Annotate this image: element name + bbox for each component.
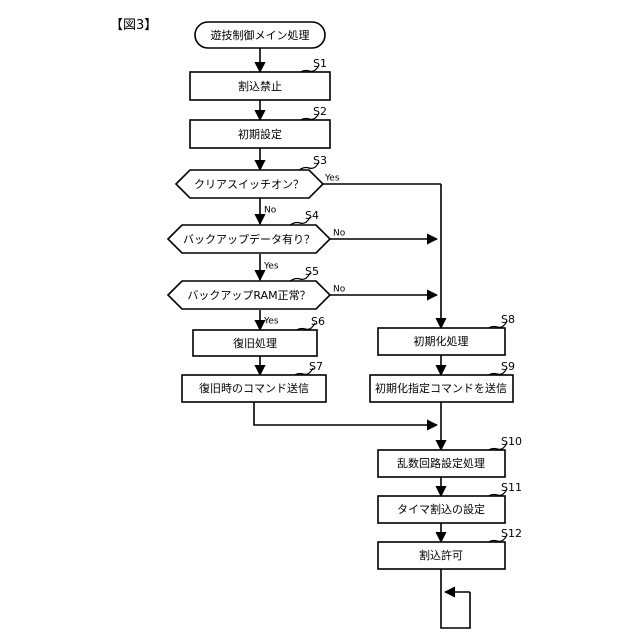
step-label-s6: S6 <box>311 315 325 328</box>
step-label-s5: S5 <box>305 265 319 278</box>
node-s8[interactable]: 初期化処理 <box>377 327 506 356</box>
s7-box-shape <box>181 374 327 403</box>
figure-caption: 【図3】 <box>110 18 158 33</box>
branch-label-s4-no: No <box>333 229 346 239</box>
node-s3[interactable]: クリアスイッチオン？ <box>174 169 325 199</box>
step-label-s10: S10 <box>501 435 522 448</box>
node-s11[interactable]: タイマ割込の設定 <box>377 495 506 524</box>
node-s10[interactable]: 乱数回路設定処理 <box>377 449 506 478</box>
node-s7[interactable]: 復旧時のコマンド送信 <box>181 374 327 403</box>
s5-decision-shape <box>166 280 332 310</box>
node-s4[interactable]: バックアップデータ有り？ <box>166 224 332 254</box>
s5-label: バックアップRAM正常？ <box>187 289 310 302</box>
branch-label-s3-no: No <box>264 206 277 216</box>
start-terminator-shape <box>194 21 326 49</box>
s9-box-shape <box>369 374 514 403</box>
s1-box-shape <box>189 71 331 101</box>
s4-label: バックアップデータ有り？ <box>183 232 315 246</box>
branch-label-s3-yes: Yes <box>324 174 340 184</box>
s6-box-shape <box>192 329 318 357</box>
connector-layer <box>253 48 471 629</box>
node-s2[interactable]: 初期設定 <box>189 119 331 149</box>
branch-label-s5-yes: Yes <box>263 317 279 327</box>
branch-label-s4-yes: Yes <box>263 262 279 272</box>
edge-s12-loop-down <box>440 569 471 629</box>
s6-label: 復旧処理 <box>233 337 277 350</box>
s10-box-shape <box>377 449 506 478</box>
s10-label: 乱数回路設定処理 <box>397 456 485 470</box>
s2-box-shape <box>189 119 331 149</box>
s11-box-shape <box>377 495 506 524</box>
s1-label: 割込禁止 <box>238 79 282 93</box>
step-label-s7: S7 <box>309 360 323 373</box>
s11-label: タイマ割込の設定 <box>397 502 485 516</box>
s12-box-shape <box>377 541 506 570</box>
step-label-s4: S4 <box>305 209 319 222</box>
s9-label: 初期化指定コマンドを送信 <box>375 381 507 395</box>
node-start[interactable]: 遊技制御メイン処理 <box>194 21 326 49</box>
step-label-s9: S9 <box>501 360 515 373</box>
branch-label-s5-no: No <box>333 285 346 295</box>
s8-label: 初期化処理 <box>414 334 469 348</box>
step-label-s2: S2 <box>313 105 327 118</box>
step-label-s8: S8 <box>501 313 515 326</box>
s7-label: 復旧時のコマンド送信 <box>199 381 309 395</box>
s12-label: 割込許可 <box>419 548 463 562</box>
edge-s7-to-merge <box>253 402 439 431</box>
node-s6[interactable]: 復旧処理 <box>192 329 318 357</box>
s8-box-shape <box>377 327 506 356</box>
node-s12[interactable]: 割込許可 <box>377 541 506 570</box>
node-s9[interactable]: 初期化指定コマンドを送信 <box>369 374 514 403</box>
node-s5[interactable]: バックアップRAM正常？ <box>166 280 332 310</box>
step-label-s11: S11 <box>501 481 522 494</box>
step-label-s1: S1 <box>313 57 327 70</box>
node-s1[interactable]: 割込禁止 <box>189 71 331 101</box>
s2-label: 初期設定 <box>238 127 282 141</box>
start-label: 遊技制御メイン処理 <box>211 28 310 42</box>
s3-decision-shape <box>174 169 325 199</box>
s3-label: クリアスイッチオン？ <box>194 178 304 191</box>
step-label-s12: S12 <box>501 527 522 540</box>
s4-decision-shape <box>166 224 332 254</box>
step-label-s3: S3 <box>313 154 327 167</box>
